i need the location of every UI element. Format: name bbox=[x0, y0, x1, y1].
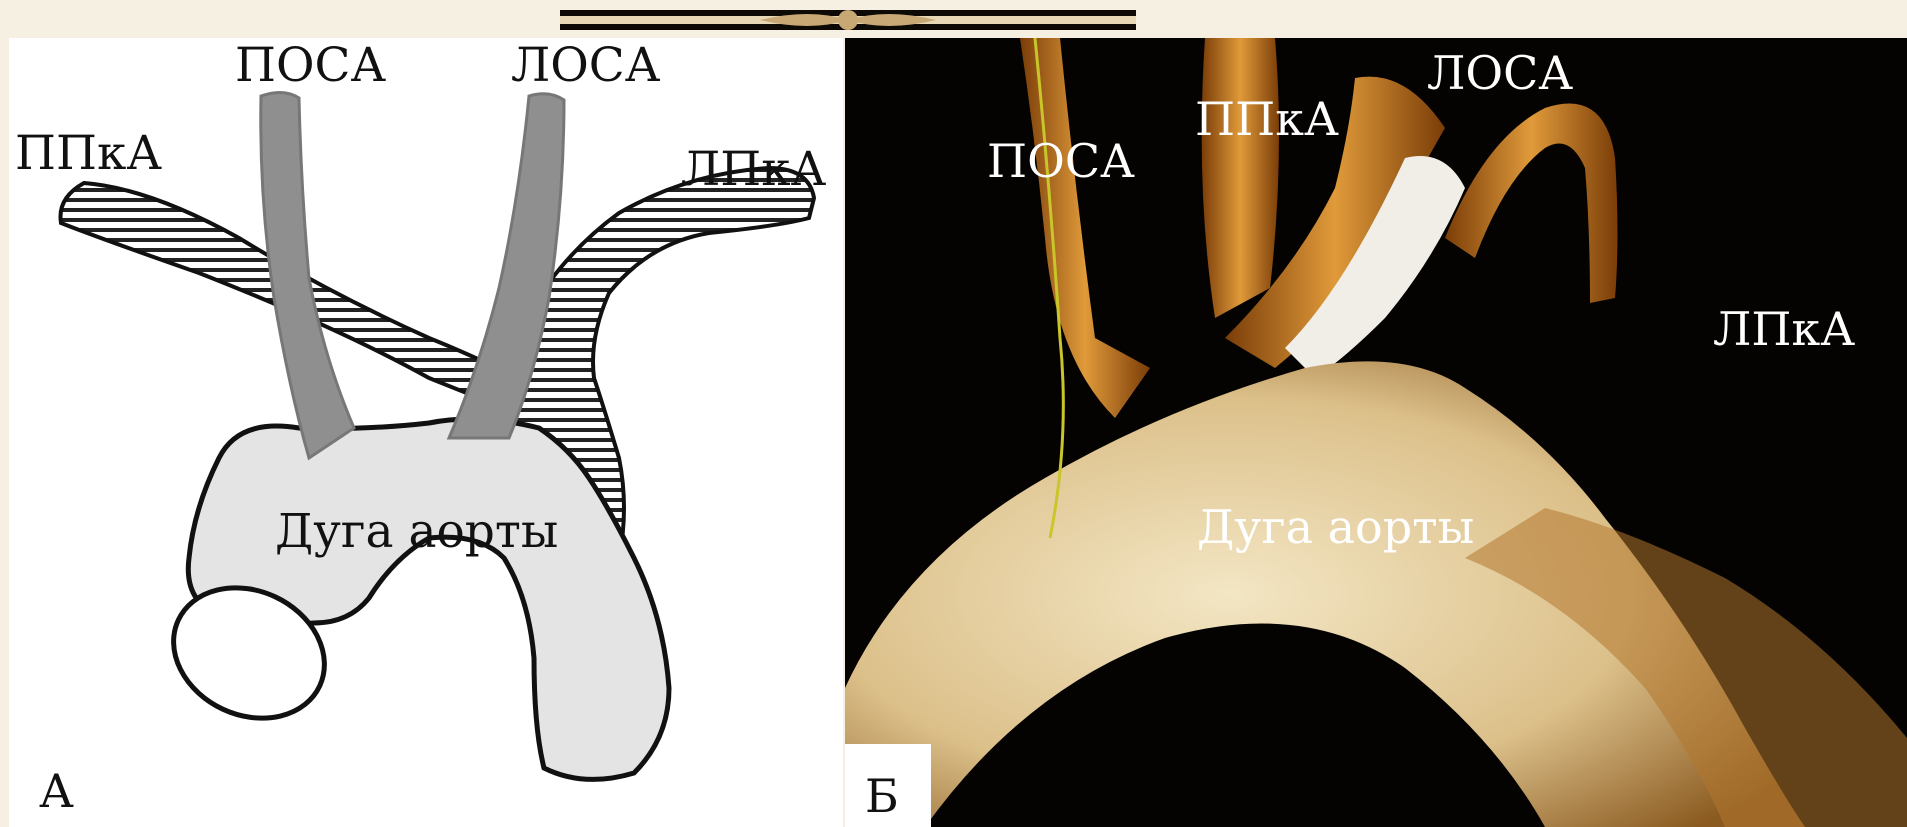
render-right-subclavian bbox=[1202, 38, 1279, 318]
schematic-panel: ПОСА ЛОСА ППкА ЛПкА Дуга аорты А bbox=[9, 38, 843, 827]
ct-rendering-panel: ПОСА ППкА ЛОСА ЛПкА Дуга аорты Б bbox=[845, 38, 1907, 827]
label-losa: ЛОСА bbox=[511, 42, 660, 89]
label-aortic-arch: Дуга аорты bbox=[275, 508, 558, 555]
label-ppka: ППкА bbox=[1195, 96, 1339, 142]
panel-letter-a: А bbox=[39, 768, 74, 814]
label-aortic-arch: Дуга аорты bbox=[1197, 504, 1474, 550]
label-posa: ПОСА bbox=[235, 42, 386, 89]
render-left-subclavian bbox=[1445, 104, 1618, 303]
label-lpka: ЛПкА bbox=[1713, 306, 1855, 352]
label-losa: ЛОСА bbox=[1427, 50, 1573, 96]
label-posa: ПОСА bbox=[987, 138, 1135, 184]
label-ppka: ППкА bbox=[15, 130, 162, 177]
right-common-carotid-artery bbox=[261, 92, 354, 458]
decorative-ornament bbox=[560, 4, 1136, 36]
label-lpka: ЛПкА bbox=[681, 146, 826, 193]
panel-letter-b: Б bbox=[865, 773, 899, 819]
